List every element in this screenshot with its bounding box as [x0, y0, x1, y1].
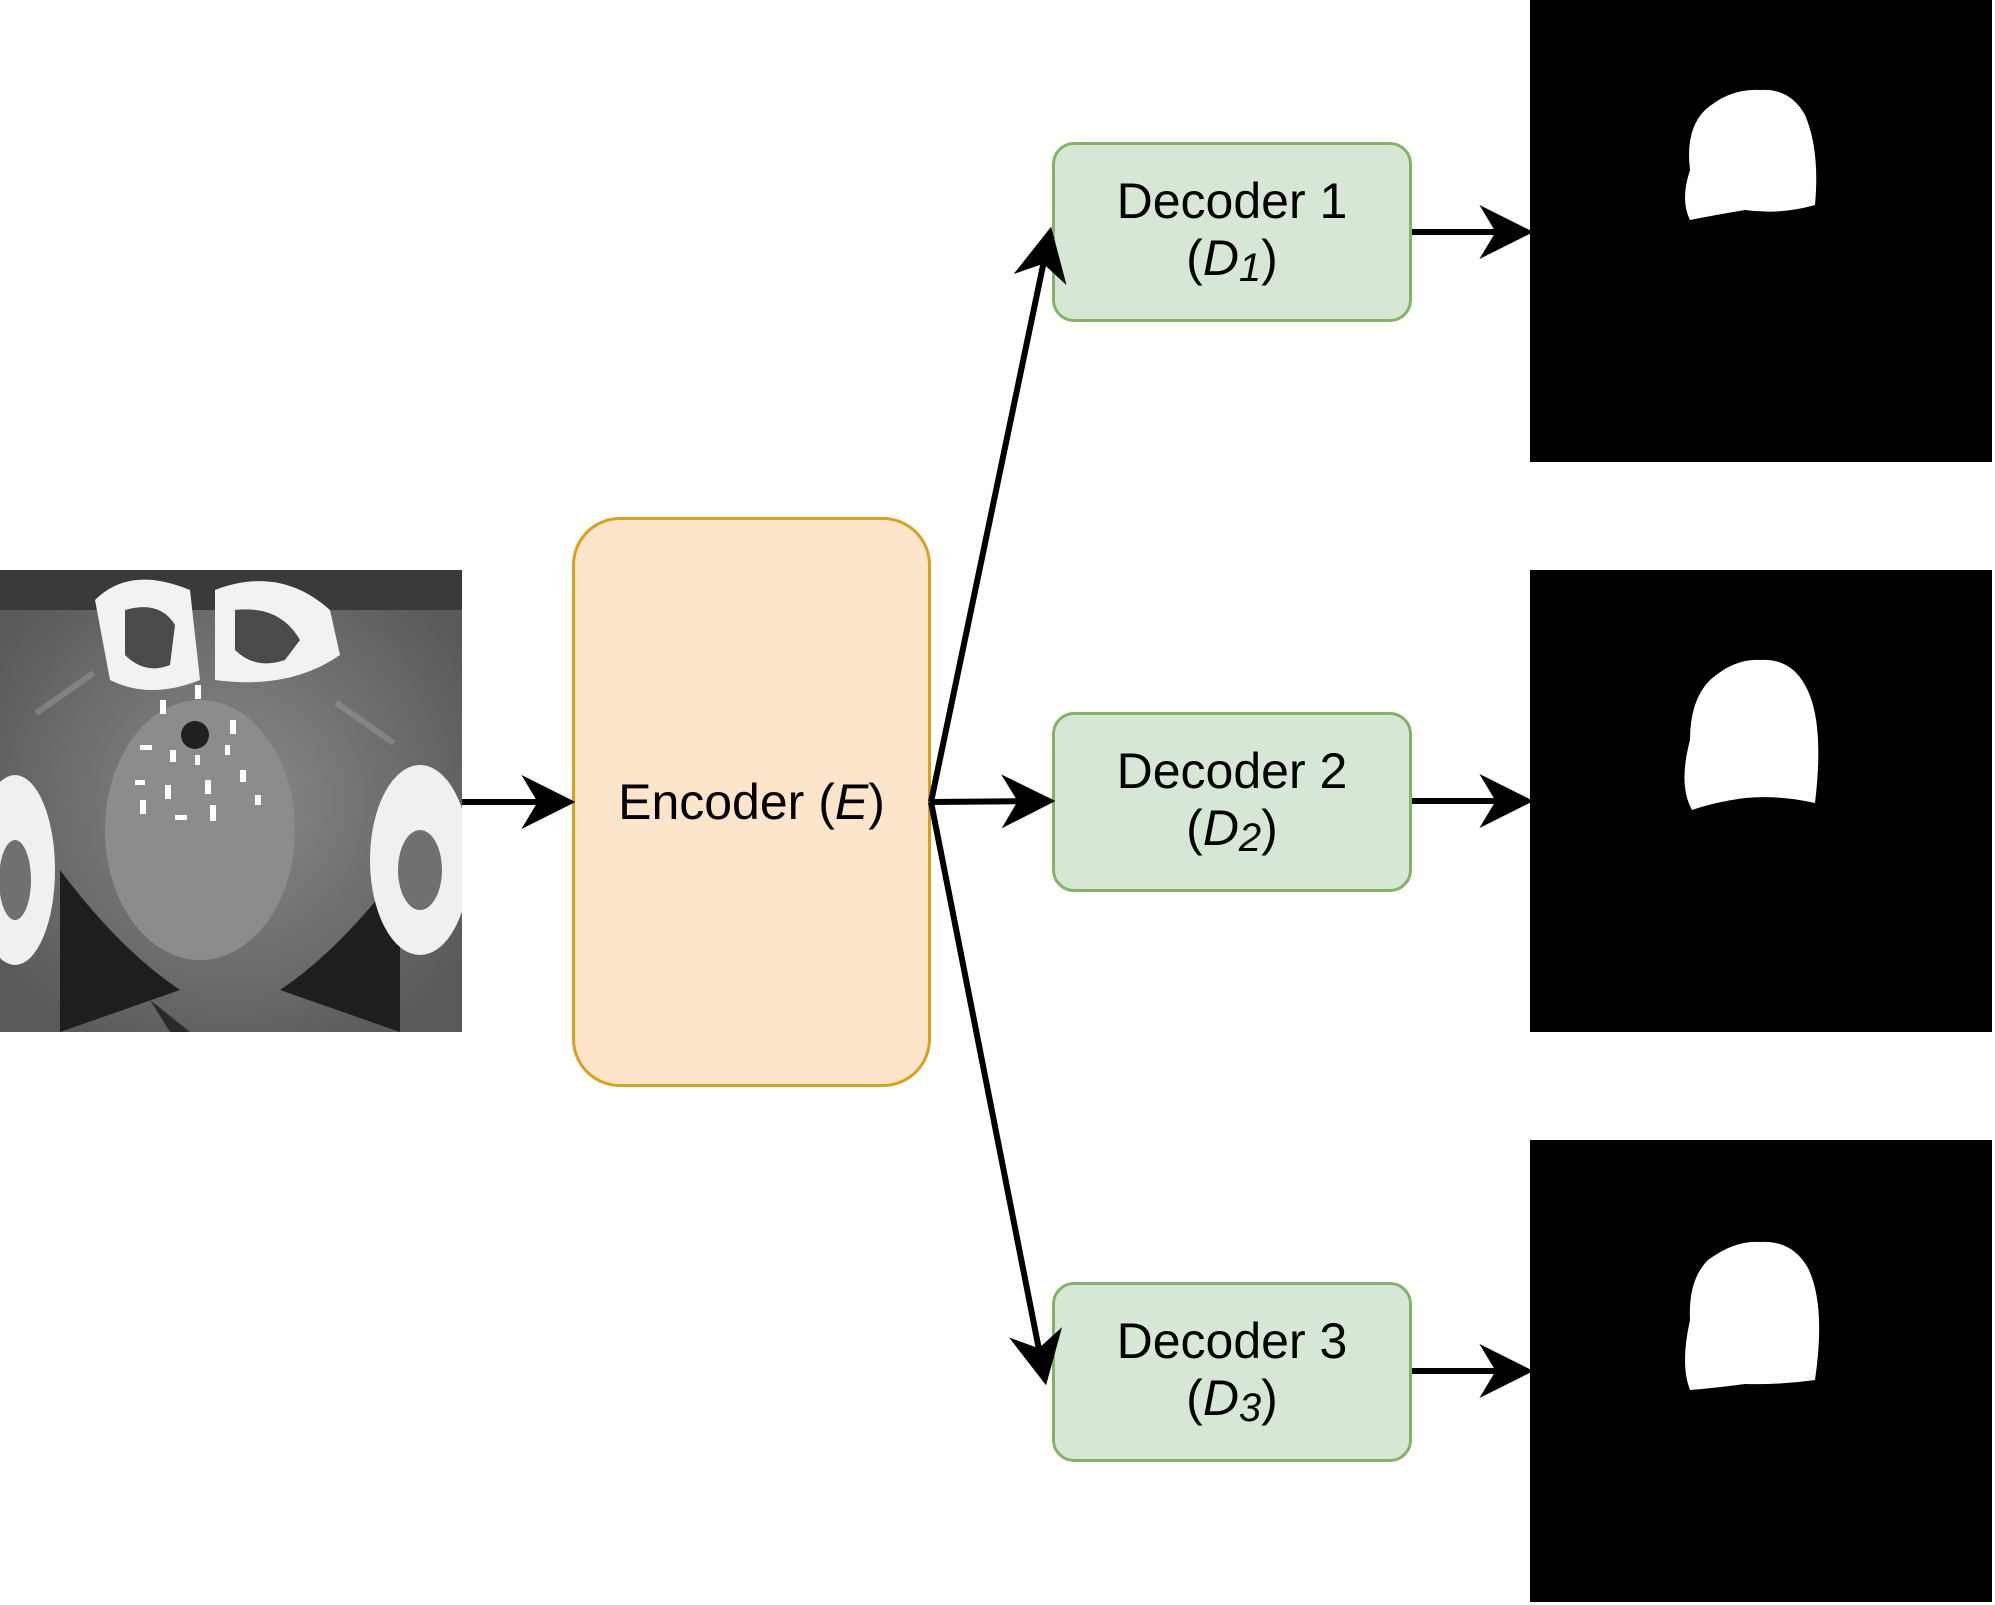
encoder-to-decoder-3-arrow	[928, 801, 1063, 1386]
encoder-label-close: )	[868, 774, 885, 830]
decoder-2-close-paren: )	[1261, 800, 1278, 857]
decoder-2-symbol: D	[1202, 800, 1239, 857]
decoder-3-close-paren: )	[1261, 1370, 1278, 1427]
decoder-2-label: Decoder 2	[1116, 742, 1348, 799]
decoder-1-subscript: 1	[1238, 246, 1262, 291]
segmentation-mask-2	[1530, 570, 1992, 1032]
encoder-symbol: E	[834, 774, 869, 830]
decoder-1-open-paren: (	[1186, 230, 1203, 287]
decoder-2-open-paren: (	[1186, 800, 1203, 857]
decoder-3-open-paren: (	[1186, 1370, 1203, 1427]
decoder-3-symbol: D	[1202, 1370, 1239, 1427]
decoder-2-subscript: 2	[1238, 816, 1262, 861]
decoder-2-symbol-line: (D2)	[1186, 800, 1278, 861]
decoder-1-block: Decoder 1 (D1)	[1052, 142, 1412, 322]
decoder-3-symbol-line: (D3)	[1186, 1370, 1278, 1431]
decoder-3-subscript: 3	[1238, 1386, 1262, 1431]
mask-3-shape	[1685, 1241, 1820, 1390]
decoder-3-label: Decoder 3	[1116, 1312, 1348, 1369]
decoder-1-label: Decoder 1	[1116, 172, 1348, 229]
encoder-block: Encoder (E)	[572, 517, 931, 1087]
decoder-1-symbol-line: (D1)	[1186, 230, 1278, 291]
mask-1-shape	[1685, 89, 1817, 220]
decoder-1-close-paren: )	[1261, 230, 1278, 287]
decoder-2-block: Decoder 2 (D2)	[1052, 712, 1412, 892]
encoder-label: Encoder (	[618, 774, 835, 830]
ct-scan-drawing	[0, 570, 462, 1032]
segmentation-mask-3	[1530, 1140, 1992, 1602]
segmentation-mask-1	[1530, 0, 1992, 462]
mask-2-shape	[1684, 659, 1819, 810]
encoder-to-decoder-1-arrow	[928, 226, 1067, 803]
decoder-3-block: Decoder 3 (D3)	[1052, 1282, 1412, 1462]
decoder-1-symbol: D	[1202, 230, 1239, 287]
ct-scan-image	[0, 570, 462, 1032]
encoder-to-decoder-2-arrow	[930, 774, 1056, 829]
